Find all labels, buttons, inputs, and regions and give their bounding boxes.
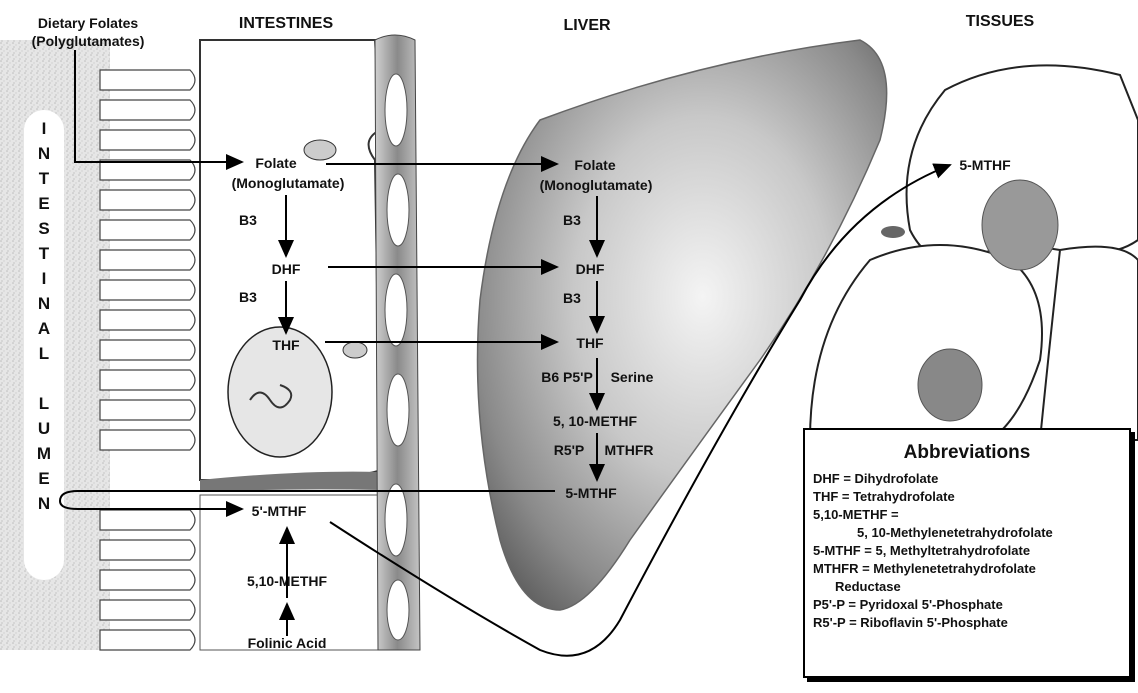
lumen-letter: I [30, 116, 58, 141]
abbreviations-title: Abbreviations [813, 442, 1121, 464]
polyglutamates-label: (Polyglutamates) [32, 33, 145, 49]
liver-5-10-methf: 5, 10-METHF [553, 413, 637, 429]
abbr-dhf: DHF = Dihydrofolate [813, 470, 1121, 488]
lumen-letter: E [30, 466, 58, 491]
intestines-header: INTESTINES [239, 15, 334, 32]
lumen-letter: L [30, 391, 58, 416]
lumen-letter: T [30, 241, 58, 266]
lumen-spacer [30, 366, 58, 391]
dietary-folates-label: Dietary Folates [38, 15, 139, 31]
lumen-letter: M [30, 441, 58, 466]
liver-serine: Serine [611, 369, 654, 385]
liver-b6-p5p: B6 P5'P [541, 369, 593, 385]
liver-r5p: R5'P [554, 442, 585, 458]
lumen-letter: A [30, 316, 58, 341]
intestine-folinic-acid: Folinic Acid [248, 635, 327, 651]
intestine-thf: THF [272, 337, 300, 353]
abbr-methf-definition: 5, 10-Methylenetetrahydrofolate [813, 524, 1121, 542]
intestine-folate: Folate [255, 155, 296, 171]
villi [100, 70, 195, 650]
lumen-letter: L [30, 341, 58, 366]
liver-5-mthf: 5-MTHF [565, 485, 617, 501]
abbr-r5p: R5'-P = Riboflavin 5'-Phosphate [813, 614, 1121, 632]
liver-mthfr: MTHFR [605, 442, 654, 458]
intestine-dhf: DHF [272, 261, 301, 277]
intestine-5-mthf: 5'-MTHF [252, 503, 307, 519]
abbr-mthfr: MTHFR = Methylenetetrahydrofolate [813, 560, 1121, 578]
liver-b3-1: B3 [563, 212, 581, 228]
lumen-letter: S [30, 216, 58, 241]
liver-b3-2: B3 [563, 290, 581, 306]
abbr-mthfr-continued: Reductase [813, 578, 1121, 596]
intestine-b3-2: B3 [239, 289, 257, 305]
lumen-letter: U [30, 416, 58, 441]
tissues-header: TISSUES [966, 13, 1035, 30]
abbr-thf: THF = Tetrahydrofolate [813, 488, 1121, 506]
tissues-5-mthf: 5-MTHF [959, 157, 1011, 173]
mitochondrion [343, 342, 367, 358]
liver-dhf: DHF [576, 261, 605, 277]
lumen-letter: I [30, 266, 58, 291]
liver-thf: THF [576, 335, 604, 351]
lumen-letter: N [30, 291, 58, 316]
intestine-monoglutamate: (Monoglutamate) [232, 175, 345, 191]
tissue-nucleus [918, 349, 982, 421]
tissue-nucleus [982, 180, 1058, 270]
abbr-mthf: 5-MTHF = 5, Methyltetrahydrofolate [813, 542, 1121, 560]
mitochondrion [304, 140, 336, 160]
abbreviations-box: Abbreviations DHF = Dihydrofolate THF = … [803, 428, 1131, 678]
liver-header: LIVER [563, 17, 611, 34]
tissue-organelle [881, 226, 905, 238]
abbr-p5p: P5'-P = Pyridoxal 5'-Phosphate [813, 596, 1121, 614]
lumen-letter: N [30, 141, 58, 166]
abbr-methf-term: 5,10-METHF = [813, 506, 1121, 524]
intestine-b3-1: B3 [239, 212, 257, 228]
lumen-letter: N [30, 491, 58, 516]
lumen-letter: T [30, 166, 58, 191]
intestinal-lumen-label: I N T E S T I N A L L U M E N [30, 116, 58, 516]
liver-monoglutamate: (Monoglutamate) [540, 177, 653, 193]
lumen-letter: E [30, 191, 58, 216]
liver-folate: Folate [574, 157, 615, 173]
